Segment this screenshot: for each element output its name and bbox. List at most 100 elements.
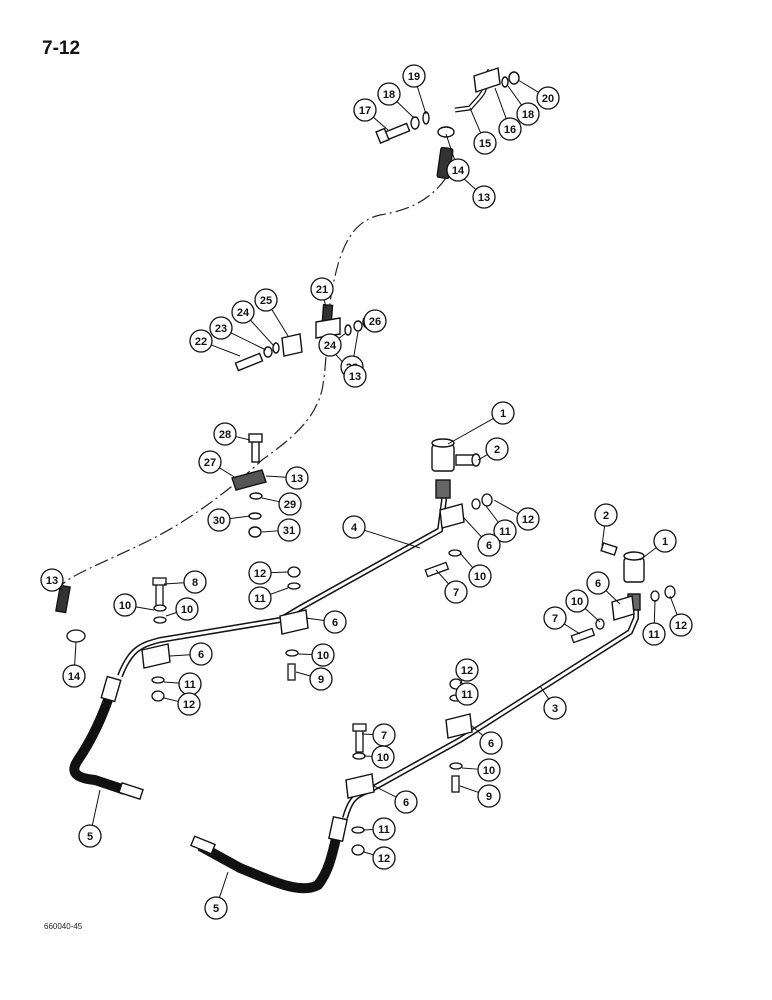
callout-label: 14	[68, 671, 81, 683]
leader-line-c10b	[584, 608, 601, 623]
callout-c10f: 10	[371, 745, 395, 769]
callout-label: 6	[332, 617, 338, 629]
callout-label: 30	[213, 515, 225, 527]
callout-label: 7	[453, 587, 459, 599]
leader-line-c11b	[653, 599, 656, 624]
tube-4	[117, 479, 448, 678]
callout-circle	[479, 731, 503, 755]
leader-line-c20	[517, 79, 539, 93]
washer-18-shape	[410, 116, 420, 130]
callout-label: 23	[215, 323, 227, 335]
callout-circle	[278, 492, 302, 516]
callout-c23a: 23	[209, 316, 233, 340]
callout-c29: 29	[278, 492, 302, 516]
callout-circle	[323, 610, 347, 634]
callout-c6e: 6	[479, 731, 503, 755]
callout-label: 11	[648, 629, 660, 641]
callout-circle	[213, 422, 237, 446]
callout-circle	[594, 503, 618, 527]
cable-route-dashed	[61, 177, 447, 586]
callout-label: 6	[595, 578, 601, 590]
callout-circle	[477, 784, 501, 808]
callout-circle	[394, 790, 418, 814]
hose-5-right	[190, 815, 348, 894]
callout-circle	[543, 606, 567, 630]
callout-circle	[472, 185, 496, 209]
callout-circle	[189, 329, 213, 353]
leader-line-c28	[235, 436, 251, 441]
callout-circle	[477, 758, 501, 782]
tee-fitting-left	[431, 438, 481, 499]
callout-bubbles: 1314151617181819202122232324242526132827…	[40, 64, 693, 920]
leader-line-c11a	[485, 505, 499, 523]
callout-c11c: 11	[248, 586, 272, 610]
leader-line-c25	[271, 309, 289, 337]
callout-c10e: 10	[311, 643, 335, 667]
leader-line-c12b	[669, 595, 678, 615]
callout-label: 10	[377, 752, 389, 764]
callout-c27: 27	[198, 450, 222, 474]
callout-label: 16	[504, 124, 516, 136]
washer-18b-shape	[501, 76, 509, 88]
leader-line-c9a	[295, 671, 311, 677]
callout-label: 6	[488, 738, 494, 750]
leader-line-c1b	[639, 547, 657, 561]
clamp-15-shape	[437, 126, 455, 138]
callout-circle	[254, 288, 278, 312]
leader-line-c2a	[477, 454, 488, 461]
callout-c9b: 9	[477, 784, 501, 808]
leader-line-c6a	[463, 517, 482, 538]
bolt-28-shape	[251, 439, 260, 463]
leader-line-c12c	[270, 571, 289, 574]
callout-label: 11	[499, 526, 511, 538]
leader-line-c18a	[396, 101, 415, 119]
callout-c3: 3	[543, 696, 567, 720]
callout-circle	[309, 667, 333, 691]
callout-label: 6	[198, 649, 204, 661]
leader-line-c1a	[447, 417, 494, 445]
callout-circle	[642, 622, 666, 646]
callout-label: 10	[571, 596, 583, 608]
callout-label: 1	[500, 408, 506, 420]
callout-circle	[363, 309, 387, 333]
leader-line-c2b	[601, 525, 606, 547]
callout-circle	[189, 642, 213, 666]
callout-c7c: 7	[372, 723, 396, 747]
callout-label: 27	[204, 457, 216, 469]
callout-label: 6	[403, 797, 409, 809]
callout-c13d: 13	[40, 568, 64, 592]
leader-line-c18b	[507, 85, 523, 106]
callout-circle	[493, 519, 517, 543]
callout-circle	[371, 745, 395, 769]
callout-label: 2	[494, 444, 500, 456]
leader-line-c31	[261, 530, 279, 533]
leader-line-c14a	[445, 133, 455, 160]
leader-line-c4	[364, 529, 421, 549]
leader-line-c15	[469, 107, 482, 134]
callout-c7a: 7	[444, 580, 468, 604]
callout-c18a: 18	[377, 82, 401, 106]
leader-line-c6b	[605, 590, 621, 605]
callout-c25: 25	[254, 288, 278, 312]
leader-line-c10e	[297, 653, 313, 656]
callout-label: 7	[381, 730, 387, 742]
callout-c12a: 12	[516, 507, 540, 531]
callout-c11b: 11	[642, 622, 666, 646]
callout-label: 5	[213, 903, 219, 915]
callout-label: 7	[552, 613, 558, 625]
callout-label: 29	[284, 499, 296, 511]
callout-circle	[455, 658, 479, 682]
callout-circle	[543, 696, 567, 720]
callout-c18b: 18	[516, 102, 540, 126]
leader-line-c5b	[219, 871, 229, 898]
callout-label: 11	[254, 593, 266, 605]
leader-line-c5a	[91, 789, 101, 826]
callout-circle	[586, 571, 610, 595]
callout-label: 11	[184, 679, 196, 691]
callout-circle	[516, 507, 540, 531]
lower-clamp-assembly	[231, 433, 267, 538]
callout-label: 12	[461, 665, 473, 677]
callout-label: 21	[316, 284, 328, 296]
callout-label: 20	[542, 93, 554, 105]
